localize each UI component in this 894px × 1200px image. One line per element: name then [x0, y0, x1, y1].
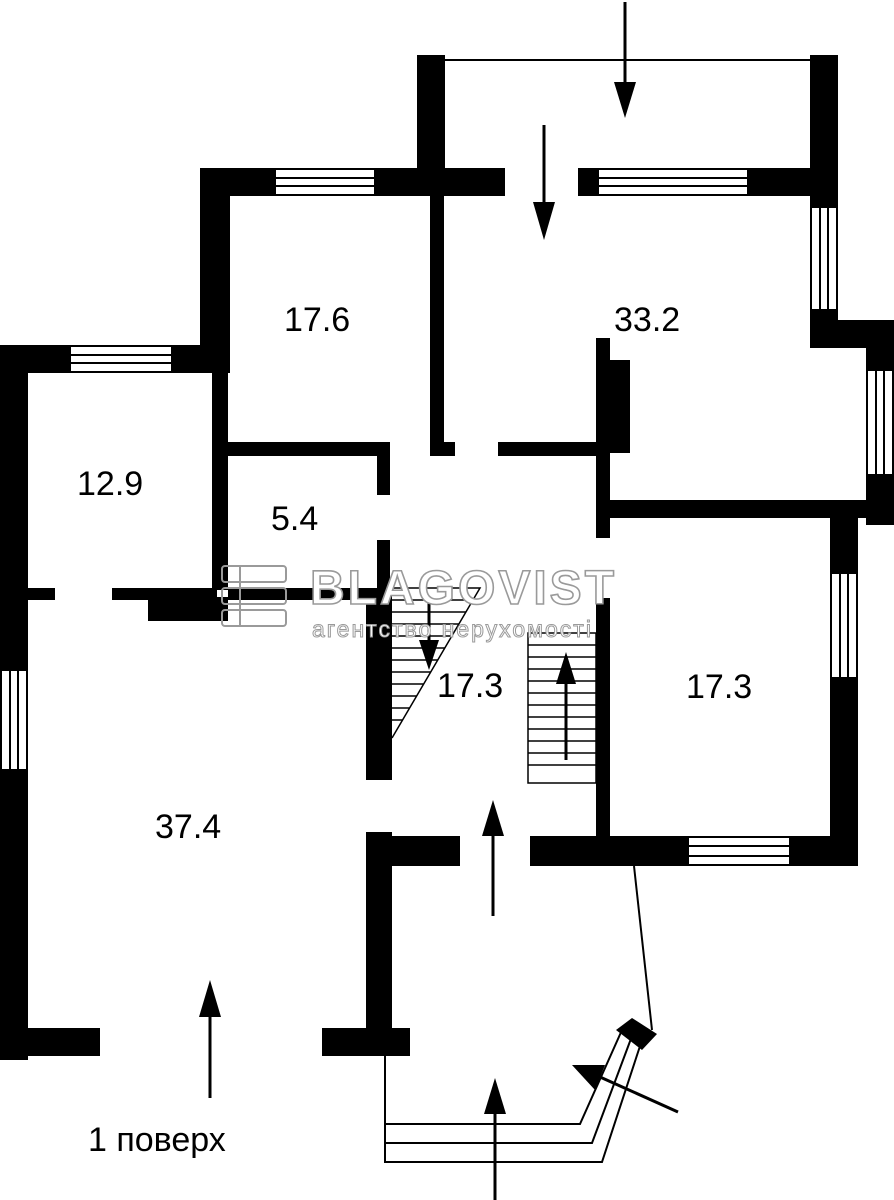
wall — [866, 320, 894, 370]
arrow-up-icon — [199, 980, 221, 1098]
wall — [578, 168, 598, 196]
arrow-down-icon — [533, 125, 555, 240]
window — [69, 345, 173, 373]
terraces — [384, 59, 810, 1163]
porch-step — [385, 1035, 633, 1144]
room-area-label: 17.3 — [437, 667, 503, 705]
arrow-up-icon — [484, 1078, 506, 1200]
windows — [0, 168, 894, 866]
wall — [366, 588, 392, 780]
porch-step — [385, 1029, 623, 1125]
window — [810, 206, 838, 311]
wall — [530, 836, 688, 866]
wall — [498, 442, 608, 456]
wall — [430, 442, 455, 456]
wall — [830, 678, 858, 866]
wall — [0, 1028, 100, 1056]
wall — [148, 597, 228, 621]
stair-right — [527, 632, 597, 784]
watermark-subtitle: агентство нерухомості — [312, 616, 593, 642]
wall — [212, 372, 228, 590]
room-area-label: 33.2 — [614, 301, 680, 339]
room-area-label: 17.6 — [284, 301, 350, 339]
window — [830, 572, 858, 679]
window — [274, 168, 376, 196]
wall — [228, 442, 390, 456]
room-area-label: 5.4 — [271, 500, 318, 538]
room-area-label: 37.4 — [155, 808, 221, 846]
wall — [377, 540, 390, 602]
wall — [366, 836, 460, 866]
wall — [430, 196, 444, 454]
wall — [830, 518, 858, 573]
arrow-up-icon — [482, 800, 504, 916]
bottom-terrace-edge — [633, 865, 653, 1031]
wall — [596, 598, 610, 838]
arrow-down-icon — [614, 2, 636, 118]
wall — [0, 345, 28, 670]
wall — [377, 442, 390, 495]
room-area-label: 12.9 — [77, 465, 143, 503]
wall — [322, 1028, 410, 1056]
watermark: BLAGOVIST агентство нерухомості — [221, 561, 617, 643]
window — [0, 669, 28, 771]
window — [597, 168, 749, 196]
wall — [790, 836, 858, 866]
window — [866, 369, 894, 476]
wall — [596, 338, 610, 538]
wall — [810, 55, 838, 207]
wall — [0, 770, 28, 1060]
arrows — [199, 2, 679, 1200]
walls — [0, 55, 894, 1060]
watermark-logo-icon — [221, 565, 287, 627]
wall — [28, 588, 55, 600]
wall — [417, 55, 445, 195]
arrow-up-icon — [556, 652, 576, 760]
room-area-label: 17.3 — [686, 668, 752, 706]
porch-post — [616, 1018, 657, 1050]
wall — [200, 168, 230, 373]
window — [687, 836, 791, 866]
floor-label: 1 поверх — [88, 1121, 226, 1159]
arrow-down-icon — [419, 600, 439, 670]
wall — [228, 588, 390, 600]
wall — [598, 500, 894, 518]
arrow-diagonal-icon — [572, 1065, 679, 1114]
wall — [608, 360, 630, 453]
watermark-title: BLAGOVIST — [310, 562, 617, 615]
